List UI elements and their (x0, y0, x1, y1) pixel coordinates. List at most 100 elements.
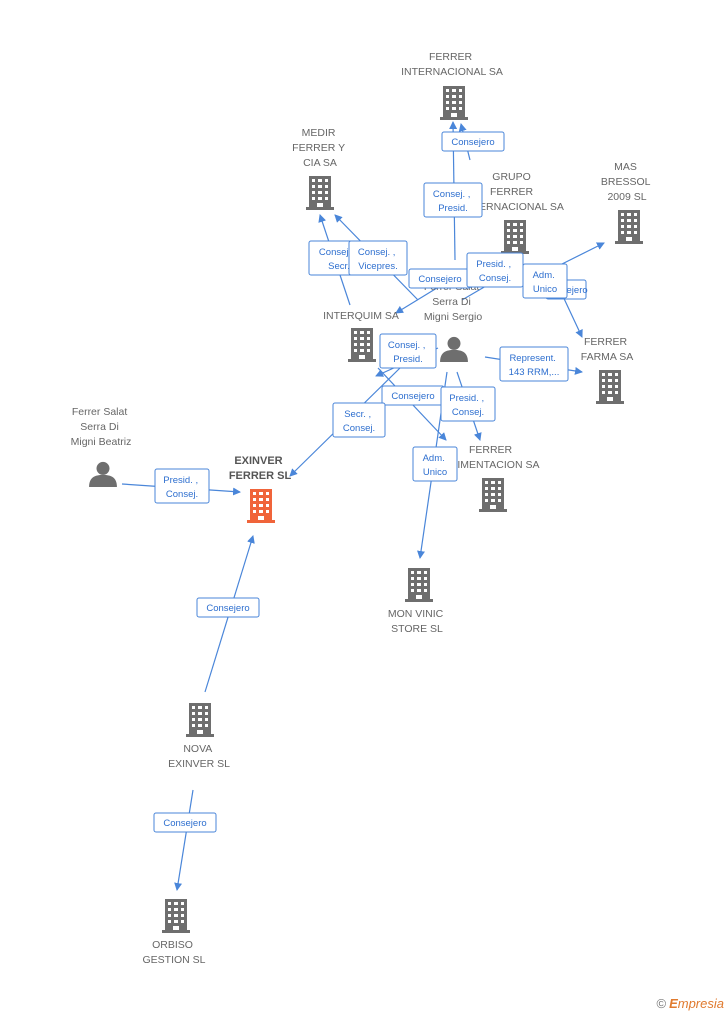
label-line: FARMA SA (581, 351, 634, 363)
edge-label-box[interactable]: Secr. , Consej. (332, 402, 386, 438)
edge-label-line: Secr. (328, 261, 350, 272)
edge-label-line: 143 RRM,... (509, 367, 560, 378)
company-node[interactable]: NOVA EXINVER SL (168, 703, 230, 770)
edge-label-line: Consejero (163, 818, 206, 829)
label-line: Serra Di (80, 421, 119, 433)
node-label: INTERQUIM SA (323, 310, 399, 322)
edge-label-line: Consej. (479, 273, 511, 284)
building-icon (247, 489, 275, 523)
label-line: EXINVER SL (168, 758, 230, 770)
node-label: FERRER ALIMENTACION SA (445, 444, 540, 471)
edge-label-line: Represent. (509, 353, 555, 364)
node-label: MON VINIC STORE SL (388, 608, 446, 635)
edge-label-box[interactable]: Presid. , Consej. (466, 252, 524, 288)
edge-label-box[interactable]: Consejero (441, 131, 505, 152)
edge-label-line: Consej. , (433, 189, 471, 200)
node-label: FERRER FARMA SA (581, 336, 634, 363)
edge-label-line: Presid. (438, 203, 468, 214)
edge-label-box[interactable]: Presid. , Consej. (440, 386, 496, 422)
label-line: MEDIR (302, 127, 336, 139)
edge-label-box[interactable]: Consejero (381, 385, 445, 406)
company-node[interactable]: MAS BRESSOL 2009 SL (601, 161, 653, 244)
edge-label-line: Consejero (391, 391, 434, 402)
edge-label-line: Consejero (451, 137, 494, 148)
edge-label-box[interactable]: Consejero (196, 597, 260, 618)
edge-label-box[interactable]: Adm. Unico (522, 263, 568, 299)
node-label: GRUPO FERRER INTERNACIONAL SA (462, 171, 564, 213)
edge-label-line: Adm. (423, 453, 445, 464)
svg-text:Presid. , Consej.: Presid. , Consej. (476, 259, 514, 284)
label-line: FERRER SL (229, 470, 292, 482)
company-node[interactable]: FERRER INTERNACIONAL SA (401, 51, 503, 120)
empresia-logo: ©Empresia (656, 996, 724, 1011)
edge-labels: Consejero Consej. , Secr. Consej. , Vice… (153, 131, 588, 833)
edge-label-box[interactable]: Consejero (408, 268, 472, 289)
svg-text:Presid. , Consej.: Presid. , Consej. (449, 393, 487, 418)
edge-label-line: Presid. (393, 354, 423, 365)
label-line: Ferrer Salat (72, 406, 128, 418)
person-icon (89, 461, 117, 487)
edge-label-line: Consej. (452, 407, 484, 418)
svg-text:Consej. , Secr.: Consej. , Secr. (319, 247, 359, 272)
edge-line (174, 789, 194, 891)
label-line: INTERNACIONAL SA (462, 201, 564, 213)
node-label: EXINVER FERRER SL (229, 455, 292, 482)
company-node[interactable]: INTERQUIM SA (323, 310, 399, 362)
svg-text:Consej. , Presid.: Consej. , Presid. (388, 340, 428, 365)
company-node[interactable]: FERRER FARMA SA (581, 336, 634, 404)
edge-label-line: Presid. , (476, 259, 511, 270)
nodes: FERRER INTERNACIONAL SA MEDIR FERRER Y C… (71, 51, 653, 966)
copyright-symbol: © (656, 996, 667, 1011)
company-node[interactable]: FERRER ALIMENTACION SA (445, 444, 540, 512)
svg-text:Represent. 143 RRM,...: Represent. 143 RRM,... (509, 353, 560, 378)
person-icon (440, 336, 468, 362)
edge-label-line: Consejero (418, 274, 461, 285)
edge-label-line: Vicepres. (358, 261, 397, 272)
label-line: ORBISO (152, 939, 193, 951)
svg-text:Consejero: Consejero (391, 391, 434, 402)
building-icon (348, 328, 376, 362)
company-node[interactable]: ORBISO GESTION SL (142, 899, 206, 966)
company-node[interactable]: MON VINIC STORE SL (388, 568, 446, 635)
label-line: ALIMENTACION SA (445, 459, 540, 471)
edge-label-box[interactable]: Consej. , Presid. (379, 333, 437, 369)
edge-label-line: Consej. , (358, 247, 396, 258)
edge-label-line: Consej. (343, 423, 375, 434)
svg-text:Consejero: Consejero (451, 137, 494, 148)
edge-label-box[interactable]: Consej. , Vicepres. (348, 240, 408, 276)
edge-label-box[interactable]: Consej. , Presid. (423, 182, 483, 218)
edge-label-line: Consej. , (319, 247, 357, 258)
edge-label-box[interactable]: Represent. 143 RRM,... (499, 346, 569, 382)
company-node[interactable]: GRUPO FERRER INTERNACIONAL SA (462, 171, 564, 254)
node-label: NOVA EXINVER SL (168, 743, 230, 770)
label-line: INTERNACIONAL SA (401, 66, 503, 78)
edge-label-line: Presid. , (163, 475, 198, 486)
building-icon (162, 899, 190, 933)
svg-text:Consej. , Vicepres.: Consej. , Vicepres. (358, 247, 398, 272)
focus-company-node[interactable]: EXINVER FERRER SL (229, 455, 292, 523)
building-icon (405, 568, 433, 602)
label-line: NOVA (183, 743, 212, 755)
svg-text:Adm. Unico: Adm. Unico (423, 453, 448, 478)
edge-label-line: Unico (533, 284, 557, 295)
edge-label-box[interactable]: Presid. , Consej. (154, 468, 210, 504)
person-node[interactable]: Ferrer Salat Serra Di Migni Beatriz (71, 406, 132, 487)
building-icon (596, 370, 624, 404)
node-label: FERRER INTERNACIONAL SA (401, 51, 503, 78)
svg-text:Consejero: Consejero (163, 818, 206, 829)
svg-text:Consej. , Presid.: Consej. , Presid. (433, 189, 473, 214)
company-node[interactable]: MEDIR FERRER Y CIA SA (292, 127, 348, 210)
svg-text:Consejero: Consejero (418, 274, 461, 285)
edge-lines (121, 121, 605, 891)
label-line: Migni Beatriz (71, 436, 132, 448)
label-line: Serra Di (432, 296, 471, 308)
label-line: MAS (614, 161, 637, 173)
label-line: MON VINIC (388, 608, 444, 620)
edge-label-box[interactable]: Consejero (153, 812, 217, 833)
label-line: FERRER (490, 186, 534, 198)
edge-label-box[interactable]: Adm. Unico (412, 446, 458, 482)
building-icon (479, 478, 507, 512)
label-line: INTERQUIM SA (323, 310, 399, 322)
edge-label-line: Adm. (533, 270, 555, 281)
